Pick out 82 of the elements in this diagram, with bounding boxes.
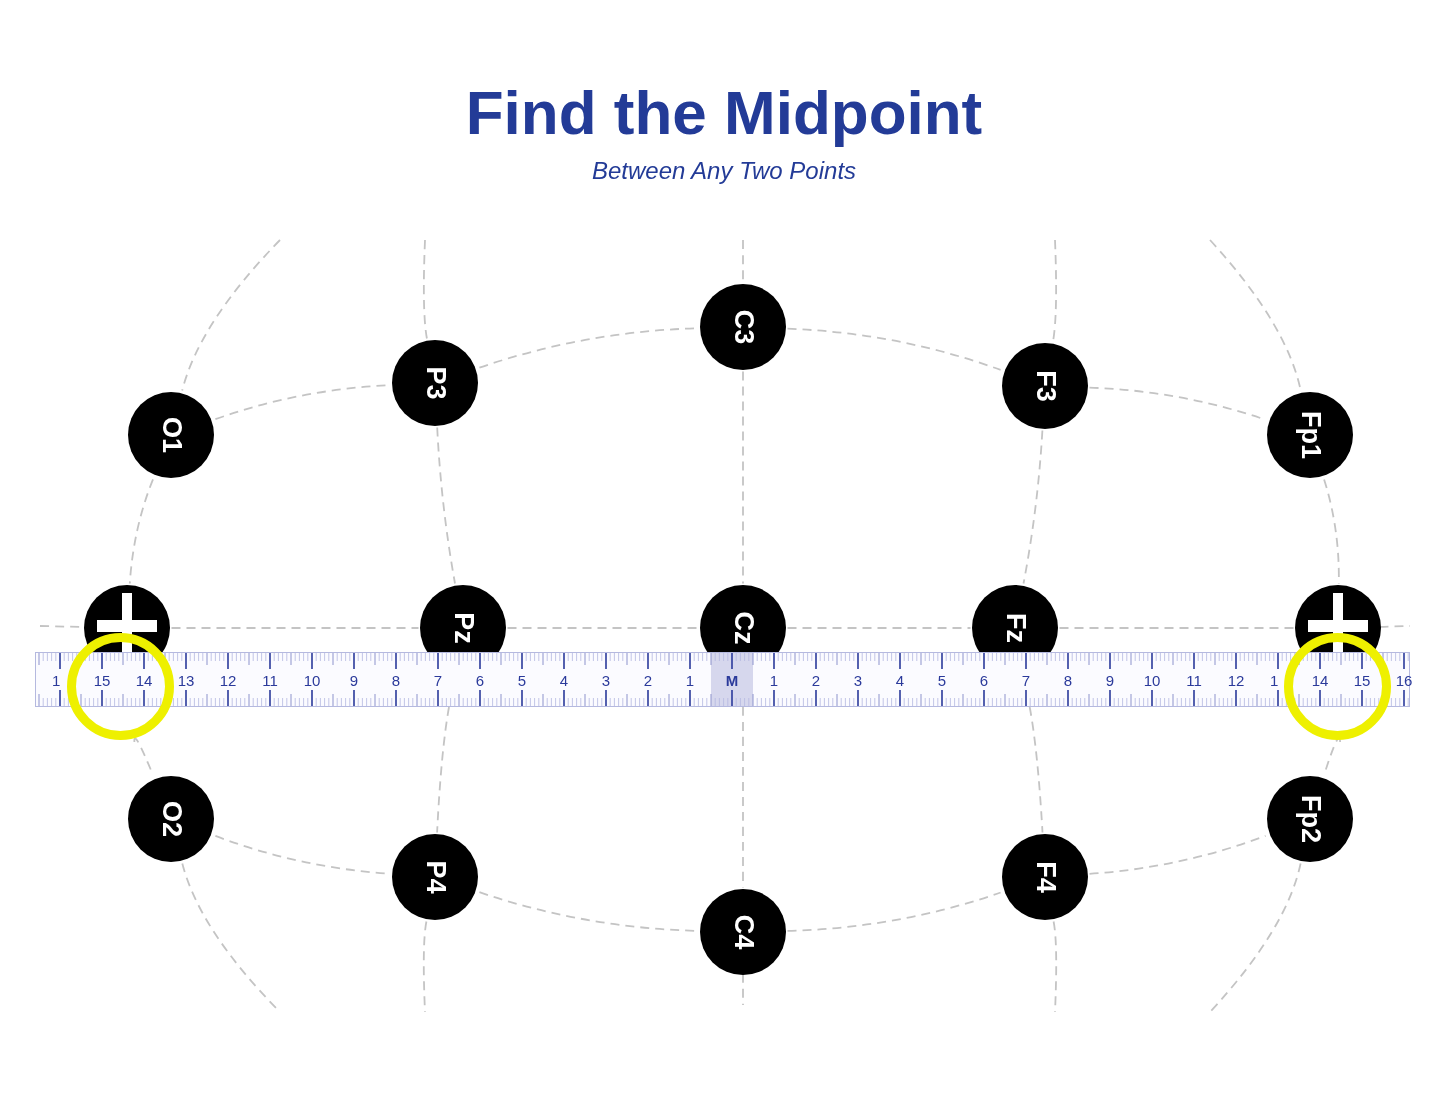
ruler-number: 10 — [1143, 672, 1161, 688]
dashed-line — [742, 706, 744, 889]
dashed-line — [742, 370, 744, 585]
ruler-number: 6 — [475, 672, 485, 688]
dashed-line — [742, 974, 744, 1006]
electrode-label: P4 — [421, 860, 449, 894]
ruler-number: 12 — [1227, 672, 1245, 688]
electrode-marker — [700, 889, 786, 975]
electrode-label: Fz — [1001, 613, 1029, 643]
dashed-line — [1380, 625, 1411, 628]
electrode-label: Fp1 — [1296, 411, 1324, 459]
dashed-line — [422, 239, 428, 340]
dashed-line — [422, 920, 428, 1013]
ruler-number: 8 — [1063, 672, 1073, 688]
electrode-marker — [392, 340, 478, 426]
ruler-number: 3 — [853, 672, 863, 688]
dashed-line — [1209, 862, 1302, 1013]
electrode-marker — [1002, 834, 1088, 920]
ruler-number: 7 — [1021, 672, 1031, 688]
dashed-line — [1088, 834, 1267, 875]
dashed-line — [506, 627, 700, 629]
dashed-line — [786, 327, 1002, 371]
ruler-number: 8 — [391, 672, 401, 688]
electrode-marker — [1267, 776, 1353, 862]
ruler-number: 9 — [349, 672, 359, 688]
ruler-number: 1 — [769, 672, 779, 688]
dashed-line — [1323, 478, 1340, 585]
ruler-number: 15 — [1353, 672, 1371, 688]
ruler-number: 12 — [219, 672, 237, 688]
dashed-line — [436, 706, 450, 834]
electrode-marker — [420, 585, 506, 652]
electrode-label: Pz — [449, 612, 477, 644]
electrode-label: P3 — [421, 366, 449, 400]
electrode-marker — [700, 284, 786, 370]
ruler-number: 14 — [1311, 672, 1329, 688]
ruler-number: 4 — [895, 672, 905, 688]
ruler-number: 14 — [135, 672, 153, 688]
dashed-line — [128, 478, 154, 585]
electrode-marker — [972, 585, 1058, 652]
electrode-label: Fp2 — [1296, 795, 1324, 843]
electrode-label: C4 — [729, 914, 757, 950]
dashed-line — [1022, 429, 1044, 585]
electrode-marker — [392, 834, 478, 920]
ruler-number: 1 — [685, 672, 695, 688]
dashed-line — [1028, 706, 1044, 834]
dashed-line — [1058, 627, 1295, 629]
electrode-marker — [128, 392, 214, 478]
ruler-number: 1 — [1270, 672, 1279, 688]
electrode-marker — [1002, 343, 1088, 429]
ruler-number: 1 — [52, 672, 61, 688]
ruler-number: 11 — [1186, 672, 1202, 688]
ruler-number: 2 — [811, 672, 821, 688]
ruler-number: 11 — [262, 672, 278, 688]
ruler-number: 10 — [303, 672, 321, 688]
dashed-line — [170, 627, 420, 629]
ruler-number: 5 — [937, 672, 947, 688]
ruler-number: 16 — [1395, 672, 1413, 688]
subtitle: Between Any Two Points — [591, 159, 857, 183]
midpoint-label: M — [725, 672, 739, 688]
electrode-label: O2 — [157, 801, 185, 837]
dashed-line — [181, 239, 281, 392]
dashed-line — [1052, 920, 1058, 1013]
electrode-label: F4 — [1031, 861, 1059, 893]
electrode-marker — [1267, 392, 1353, 478]
electrode-label: F3 — [1031, 370, 1059, 402]
ruler-number: 9 — [1105, 672, 1115, 688]
ruler-number: 4 — [559, 672, 569, 688]
ruler-number: 7 — [433, 672, 443, 688]
ruler-number: 13 — [177, 672, 195, 688]
electrode-marker — [700, 585, 786, 652]
electrode-marker — [128, 776, 214, 862]
electrode-label: Cz — [729, 611, 757, 645]
ruler-number: 2 — [643, 672, 653, 688]
dashed-line — [786, 627, 972, 629]
ruler-number: 15 — [93, 672, 111, 688]
electrode-label: O1 — [157, 417, 185, 453]
electrode-label: C3 — [729, 309, 757, 345]
ruler-number: 6 — [979, 672, 989, 688]
dashed-line — [436, 426, 456, 585]
ruler-number: 5 — [517, 672, 527, 688]
dashed-line — [786, 891, 1002, 932]
ruler-number: 3 — [601, 672, 611, 688]
